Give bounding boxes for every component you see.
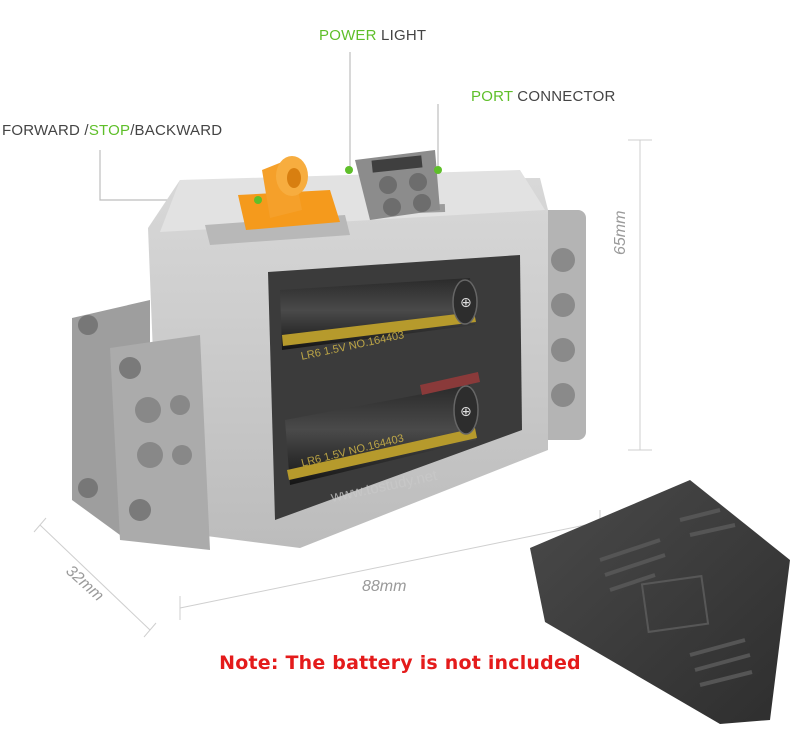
- height-dimension: 65mm: [612, 210, 629, 255]
- right-beam: [540, 210, 586, 440]
- power-light: [345, 166, 353, 174]
- port-connector: [355, 150, 442, 220]
- power-light-label-highlight: POWER: [319, 27, 377, 44]
- svg-text:⊕: ⊕: [460, 295, 472, 311]
- width-dimension: 88mm: [362, 578, 407, 595]
- switch-label-backward: /BACKWARD: [130, 122, 223, 139]
- direction-switch: [238, 156, 340, 230]
- upper-battery: ⊕: [280, 278, 478, 350]
- switch-label-forward: FORWARD /: [2, 122, 89, 139]
- battery-cover: [530, 480, 790, 724]
- battery-case: ⊕ ⊕: [148, 170, 548, 548]
- port-connector-label-rest: CONNECTOR: [512, 88, 616, 105]
- svg-text:⊕: ⊕: [460, 404, 472, 420]
- switch-label: FORWARD /STOP/BACKWARD: [2, 122, 222, 139]
- power-light-label-rest: LIGHT: [376, 27, 427, 44]
- switch-label-stop: STOP: [88, 122, 131, 139]
- port-connector-label: PORT CONNECTOR: [471, 88, 616, 105]
- port-connector-label-highlight: PORT: [471, 88, 513, 105]
- battery-not-included-note: Note: The battery is not included: [219, 652, 581, 674]
- power-light-label: POWER LIGHT: [319, 27, 426, 44]
- left-beam: [72, 300, 210, 550]
- lower-battery: ⊕: [285, 385, 479, 485]
